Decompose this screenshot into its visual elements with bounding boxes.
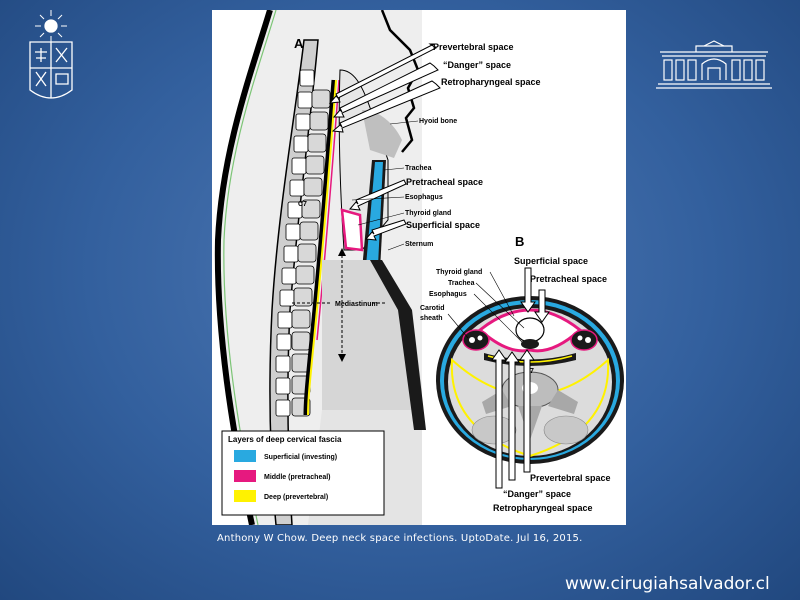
thyroid-label-b: Thyroid gland [436, 269, 482, 276]
website-url: www.cirugiahsalvador.cl [565, 574, 770, 594]
carotid-label-line2: sheath [420, 315, 443, 322]
middle-fascia-pink [316, 79, 340, 341]
prevertebral-dark-layer [303, 79, 337, 416]
legend-swatch-superficial [234, 450, 256, 462]
university-seal-logo [22, 8, 80, 108]
danger-label-a: “Danger” space [443, 60, 511, 70]
esophagus-label-a: Esophagus [405, 194, 443, 201]
legend-title: Layers of deep cervical fascia [228, 435, 342, 444]
hyoid-label: Hyoid bone [419, 118, 457, 125]
legend-swatch-middle [234, 470, 256, 482]
panel-b-label: B [515, 234, 524, 249]
sternum-label: Sternum [405, 241, 433, 248]
pointer-arrows-b [491, 267, 550, 489]
prevertebral-label-b: Prevertebral space [530, 473, 611, 483]
superficial-fascia-anterior [366, 162, 383, 266]
pointer-arrows-a [328, 43, 441, 241]
trachea-label-a: Trachea [405, 165, 432, 172]
mediastinum-arrow-bottom [338, 354, 346, 362]
danger-label-b: “Danger” space [503, 489, 571, 499]
deep-fascia-yellow [307, 79, 337, 416]
mediastinum-arrow-top [338, 248, 346, 256]
pretracheal-label-a: Pretracheal space [406, 177, 483, 187]
legend-label-middle: Middle (pretracheal) [264, 474, 331, 481]
esophagus-label-b: Esophagus [429, 291, 467, 298]
retropharyngeal-label-b: Retropharyngeal space [493, 503, 593, 513]
superficial-label-b: Superficial space [514, 256, 588, 266]
panel-a-label: A [294, 36, 304, 51]
legend-label-superficial: Superficial (investing) [264, 454, 337, 461]
carotid-label-line1: Carotid [420, 305, 445, 312]
c7-label-a: C7 [298, 201, 307, 208]
hospital-building-logo [652, 40, 776, 96]
leader-lines-b [447, 271, 525, 343]
trachea-label-b: Trachea [448, 280, 475, 287]
prevertebral-label-a: Prevertebral space [433, 42, 514, 52]
leader-lines-a [351, 120, 419, 251]
face-profile [380, 10, 420, 153]
tongue-shape [362, 110, 402, 158]
anatomy-diagram: Mediastinum A C7 Prevertebral space “Dan… [214, 10, 624, 525]
retropharyngeal-label-a: Retropharyngeal space [441, 77, 541, 87]
superficial-label-a: Superficial space [406, 220, 480, 230]
thyroid-gland-shape [340, 208, 364, 252]
spinal-column [269, 39, 331, 525]
thyroid-label-a: Thyroid gland [405, 210, 451, 217]
deep-cervical-fascia-figure: Mediastinum A C7 Prevertebral space “Dan… [212, 10, 626, 525]
legend-swatch-deep [234, 490, 256, 502]
sternum-shape [370, 260, 426, 430]
fascia-legend: Layers of deep cervical fascia Superfici… [221, 430, 385, 516]
citation-caption: Anthony W Chow. Deep neck space infectio… [217, 533, 583, 544]
pretracheal-label-b: Pretracheal space [530, 274, 607, 284]
legend-label-deep: Deep (prevertebral) [264, 494, 328, 501]
mediastinum-label: Mediastinum [335, 301, 378, 308]
